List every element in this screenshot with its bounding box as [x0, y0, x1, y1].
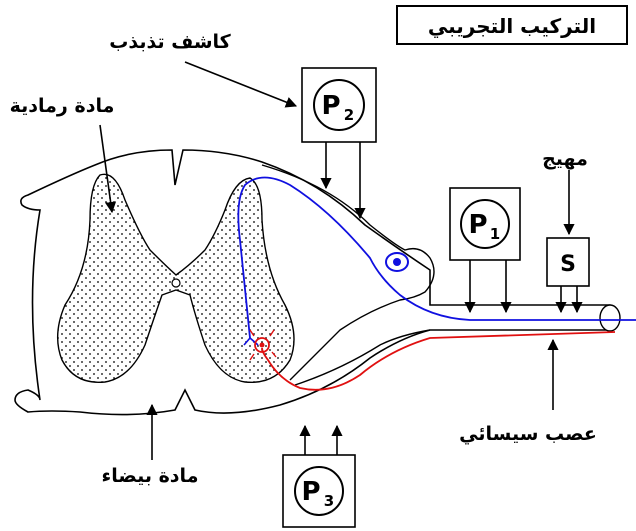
- stimulator-symbol: S: [560, 252, 576, 277]
- stimulator: S: [547, 170, 589, 312]
- title-text: التركيب التجريبي: [428, 14, 596, 39]
- central-canal: [172, 279, 180, 287]
- label-grey-matter: مادة رمادية: [10, 95, 115, 117]
- probe-p2-label: P: [321, 91, 340, 121]
- label-white-matter: مادة بيضاء: [102, 465, 199, 487]
- label-oscilloscope: كاشف تذبذب: [109, 31, 231, 53]
- probe-p3: P 3: [283, 426, 355, 527]
- probe-p3-label: P: [301, 477, 320, 507]
- probe-p3-sub: 3: [324, 492, 334, 510]
- probe-p2-sub: 2: [344, 106, 354, 124]
- probe-p1-sub: 1: [490, 225, 500, 243]
- probe-p1-label: P: [468, 210, 487, 240]
- nerve-end: [600, 305, 620, 331]
- probe-p1: P 1: [450, 188, 520, 312]
- label-sciatic-nerve: عصب سيسائي: [459, 423, 597, 445]
- title-box: التركيب التجريبي: [397, 6, 627, 44]
- label-stimulator: مهيج: [542, 148, 588, 170]
